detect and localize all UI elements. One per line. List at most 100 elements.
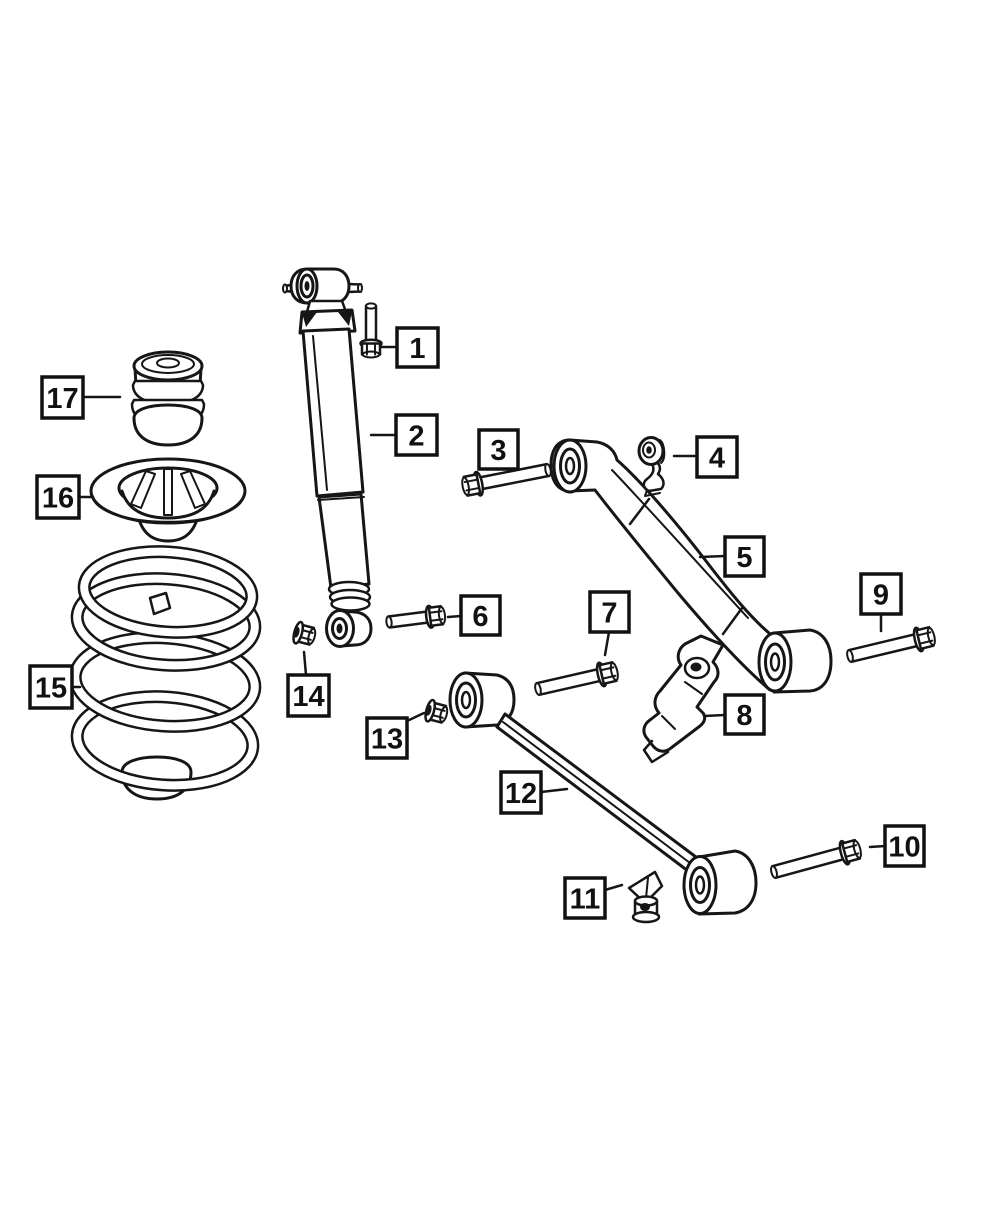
- callout-4-label: 4: [709, 443, 725, 475]
- isolator-center-bar: [163, 468, 173, 516]
- callout-13-label: 13: [371, 724, 403, 756]
- callout-15-box[interactable]: [28, 664, 74, 710]
- isolator-outer-band: [90, 493, 246, 524]
- upper-arm-front-ring: [559, 447, 581, 485]
- bumper-cap: [132, 350, 204, 382]
- callout-10-label: 10: [888, 832, 920, 864]
- spring-coil-1: [77, 545, 259, 639]
- lower-arm-front-bolt-drawing: [534, 661, 619, 697]
- shock-eye-ring: [331, 617, 348, 640]
- callout-7-label: 7: [601, 598, 617, 630]
- callout-10: 10: [868, 824, 926, 868]
- callout-1: 1: [378, 326, 440, 369]
- shock-body-highlight: [312, 335, 328, 491]
- callout-3-label: 3: [490, 435, 506, 467]
- shock-mount-bolt-drawing: [359, 302, 383, 359]
- spring-coil-2: [70, 572, 262, 672]
- callout-8-leader: [702, 713, 727, 718]
- spring-end-tip: [148, 591, 172, 616]
- callout-9-box[interactable]: [859, 572, 903, 616]
- shock-body-lower: [317, 492, 371, 590]
- shock-boot-ring3: [330, 596, 371, 612]
- callout-13-box[interactable]: [365, 716, 409, 760]
- upper-control-arm: [549, 438, 833, 694]
- callout-7: 7: [588, 590, 631, 657]
- callout-9-label: 9: [873, 580, 889, 612]
- lower-arm-rear-hole: [694, 875, 706, 895]
- retainer4-foot: [644, 489, 661, 497]
- upper-arm-front-hole: [564, 456, 576, 476]
- callout-5-box[interactable]: [723, 535, 766, 578]
- callout-12-box[interactable]: [499, 770, 543, 815]
- lock-nut-lower-drawing: [424, 698, 449, 724]
- callout-5-leader: [698, 554, 727, 559]
- lower-arm-rear-bolt-drawing: [770, 838, 862, 880]
- callout-11-label: 11: [570, 884, 601, 916]
- bumper-cap-ring: [141, 354, 195, 374]
- coil-spring: [68, 545, 262, 801]
- callout-8: 8: [702, 693, 766, 736]
- callout-14-box[interactable]: [286, 673, 331, 718]
- callout-2: 2: [369, 413, 439, 457]
- shock-body-step: [317, 496, 365, 501]
- callout-1-label: 1: [409, 333, 425, 365]
- callout-14-leader: [302, 650, 308, 677]
- jounce-bumper: [130, 350, 206, 447]
- callout-16-label: 16: [42, 483, 74, 515]
- callout-12: 12: [499, 770, 569, 815]
- lower-arm-front-hole: [460, 690, 472, 710]
- callout-2-box[interactable]: [394, 413, 439, 457]
- shock-eye-hole: [336, 623, 343, 634]
- callout-6-label: 6: [472, 601, 488, 633]
- callout-3-box[interactable]: [477, 428, 520, 471]
- callout-17-box[interactable]: [40, 375, 85, 420]
- callout-7-box[interactable]: [588, 590, 631, 634]
- retainer4-flange: [659, 439, 666, 464]
- bracket-foot: [642, 739, 670, 764]
- callout-1-box[interactable]: [395, 326, 440, 369]
- callout-11-leader: [603, 883, 624, 892]
- shock-bushing-hole: [304, 281, 310, 291]
- upper-arm-rear-ring: [764, 642, 786, 682]
- callout-12-leader: [539, 787, 569, 794]
- callout-8-box[interactable]: [723, 693, 766, 736]
- retainer4-hole: [646, 446, 652, 454]
- lower-arm-rear-ring: [689, 866, 711, 904]
- shock-pin-left-tip: [282, 283, 288, 294]
- lock-nut-shock-drawing: [292, 620, 317, 646]
- upper-arm-rear-bolt-drawing: [846, 625, 936, 664]
- shock-collar-notch-left: [302, 312, 317, 327]
- shock-absorber: [282, 267, 373, 648]
- lower-arm-tube-line: [502, 721, 695, 867]
- hardware-layer: [292, 302, 936, 880]
- callout-10-box[interactable]: [883, 824, 926, 868]
- bumper-base-dome: [132, 403, 204, 447]
- axle-bracket: [642, 634, 725, 764]
- callout-6-box[interactable]: [459, 594, 502, 637]
- callout-12-label: 12: [505, 778, 537, 810]
- bumper-cap-hole: [156, 357, 180, 369]
- callout-3: 3: [477, 428, 520, 471]
- callout-4: 4: [672, 435, 739, 479]
- callout-13: 13: [365, 711, 426, 760]
- callout-4-box[interactable]: [695, 435, 739, 479]
- callout-11: 11: [563, 876, 624, 920]
- callout-9: 9: [859, 572, 903, 633]
- callout-8-label: 8: [736, 700, 752, 732]
- upper-arm-rear-hole: [769, 652, 781, 672]
- isolator-spoke-left: [130, 470, 156, 509]
- shock-bushing-ring: [299, 273, 315, 299]
- shock-lower-bolt-drawing: [385, 604, 447, 629]
- spring-coil-4: [70, 690, 260, 792]
- bracket-crease1: [684, 681, 703, 695]
- shock-collar-notch-right: [338, 311, 352, 326]
- callout-11-box[interactable]: [563, 876, 607, 920]
- callout-15: 15: [28, 664, 82, 710]
- callout-16-box[interactable]: [35, 474, 81, 520]
- callout-5-label: 5: [736, 542, 752, 574]
- callout-17: 17: [40, 375, 122, 420]
- upper-arm-body: [549, 438, 777, 692]
